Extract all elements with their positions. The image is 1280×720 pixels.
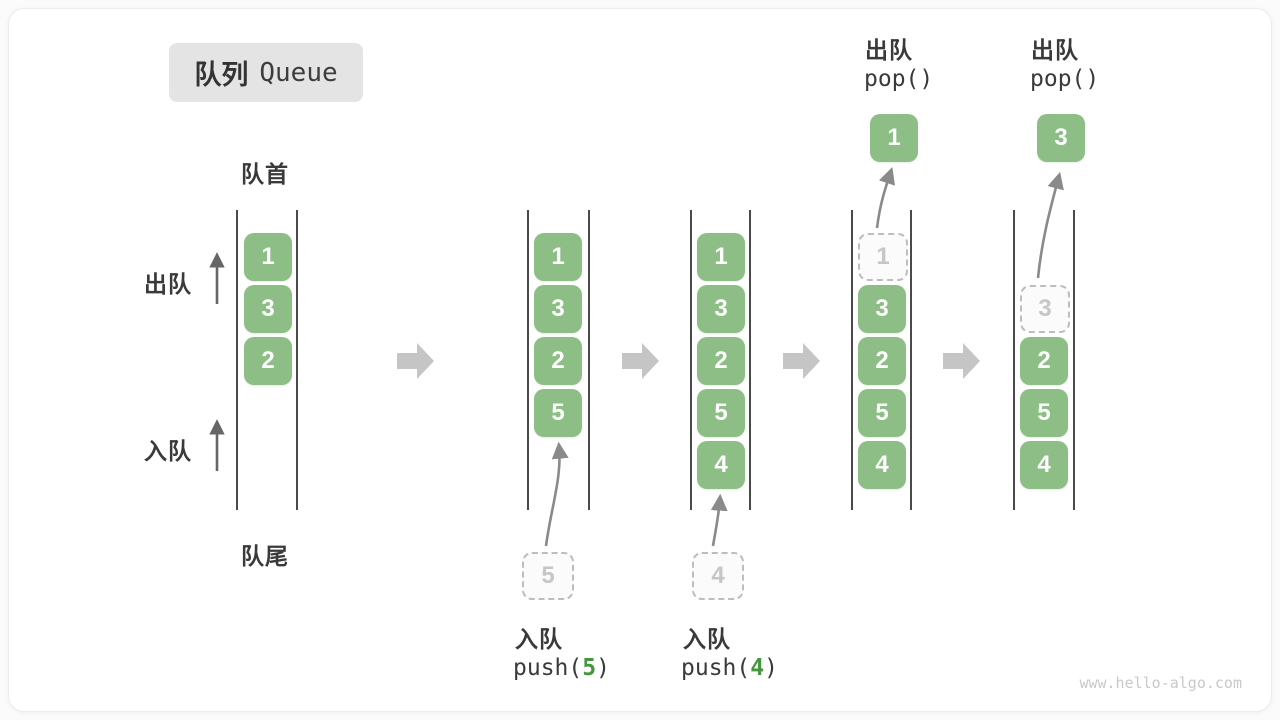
title-badge: 队列 Queue — [169, 43, 363, 102]
title-zh: 队列 — [194, 60, 249, 90]
op-label-dequeue-2: 出队 — [1031, 37, 1079, 63]
op-label-enqueue-2: 入队 — [683, 626, 731, 652]
label-enqueue-side: 入队 — [144, 438, 192, 464]
label-dequeue-side: 出队 — [144, 271, 192, 297]
code-arg: 4 — [750, 655, 765, 681]
queue-box: 3 — [858, 285, 906, 333]
queue-box: 4 — [858, 441, 906, 489]
queue2-wall-left — [527, 210, 529, 510]
op-label-enqueue-1: 入队 — [515, 626, 563, 652]
incoming-ghost-box: 5 — [522, 552, 574, 600]
queue-box: 2 — [244, 337, 292, 385]
label-queue-rear: 队尾 — [241, 543, 289, 569]
queue-box: 4 — [697, 441, 745, 489]
code-close: ) — [764, 655, 778, 681]
queue-box: 3 — [534, 285, 582, 333]
diagram-card — [8, 8, 1272, 712]
queue-box: 1 — [697, 233, 745, 281]
removed-ghost-box: 1 — [858, 233, 908, 281]
queue2-wall-right — [588, 210, 590, 510]
watermark: www.hello-algo.com — [1079, 674, 1242, 692]
label-queue-front: 队首 — [241, 161, 289, 187]
queue-box: 2 — [858, 337, 906, 385]
queue-box: 5 — [697, 389, 745, 437]
op-label-dequeue-1: 出队 — [865, 37, 913, 63]
queue5-wall-right — [1073, 210, 1075, 510]
title-en: Queue — [259, 57, 338, 88]
op-code-push4: push(4) — [681, 655, 778, 681]
queue3-wall-right — [749, 210, 751, 510]
op-code-pop2: pop() — [1030, 66, 1100, 92]
code-arg: 5 — [582, 655, 597, 681]
code-open: push( — [513, 655, 583, 681]
queue-box: 3 — [697, 285, 745, 333]
queue1-wall-right — [296, 210, 298, 510]
popped-box: 3 — [1037, 114, 1085, 162]
incoming-ghost-box: 4 — [692, 552, 744, 600]
queue-box: 1 — [534, 233, 582, 281]
queue1-wall-left — [236, 210, 238, 510]
queue3-wall-left — [690, 210, 692, 510]
op-code-push5: push(5) — [513, 655, 610, 681]
queue4-wall-left — [851, 210, 853, 510]
queue-box: 2 — [1020, 337, 1068, 385]
removed-ghost-box: 3 — [1020, 285, 1070, 333]
queue-box: 5 — [534, 389, 582, 437]
queue-box: 4 — [1020, 441, 1068, 489]
queue-box: 3 — [244, 285, 292, 333]
queue4-wall-right — [910, 210, 912, 510]
code-open: push( — [681, 655, 751, 681]
queue-box: 5 — [1020, 389, 1068, 437]
queue-box: 1 — [244, 233, 292, 281]
queue-box: 2 — [697, 337, 745, 385]
popped-box: 1 — [870, 114, 918, 162]
queue-box: 5 — [858, 389, 906, 437]
code-close: ) — [596, 655, 610, 681]
op-code-pop1: pop() — [864, 66, 934, 92]
queue-box: 2 — [534, 337, 582, 385]
queue5-wall-left — [1013, 210, 1015, 510]
